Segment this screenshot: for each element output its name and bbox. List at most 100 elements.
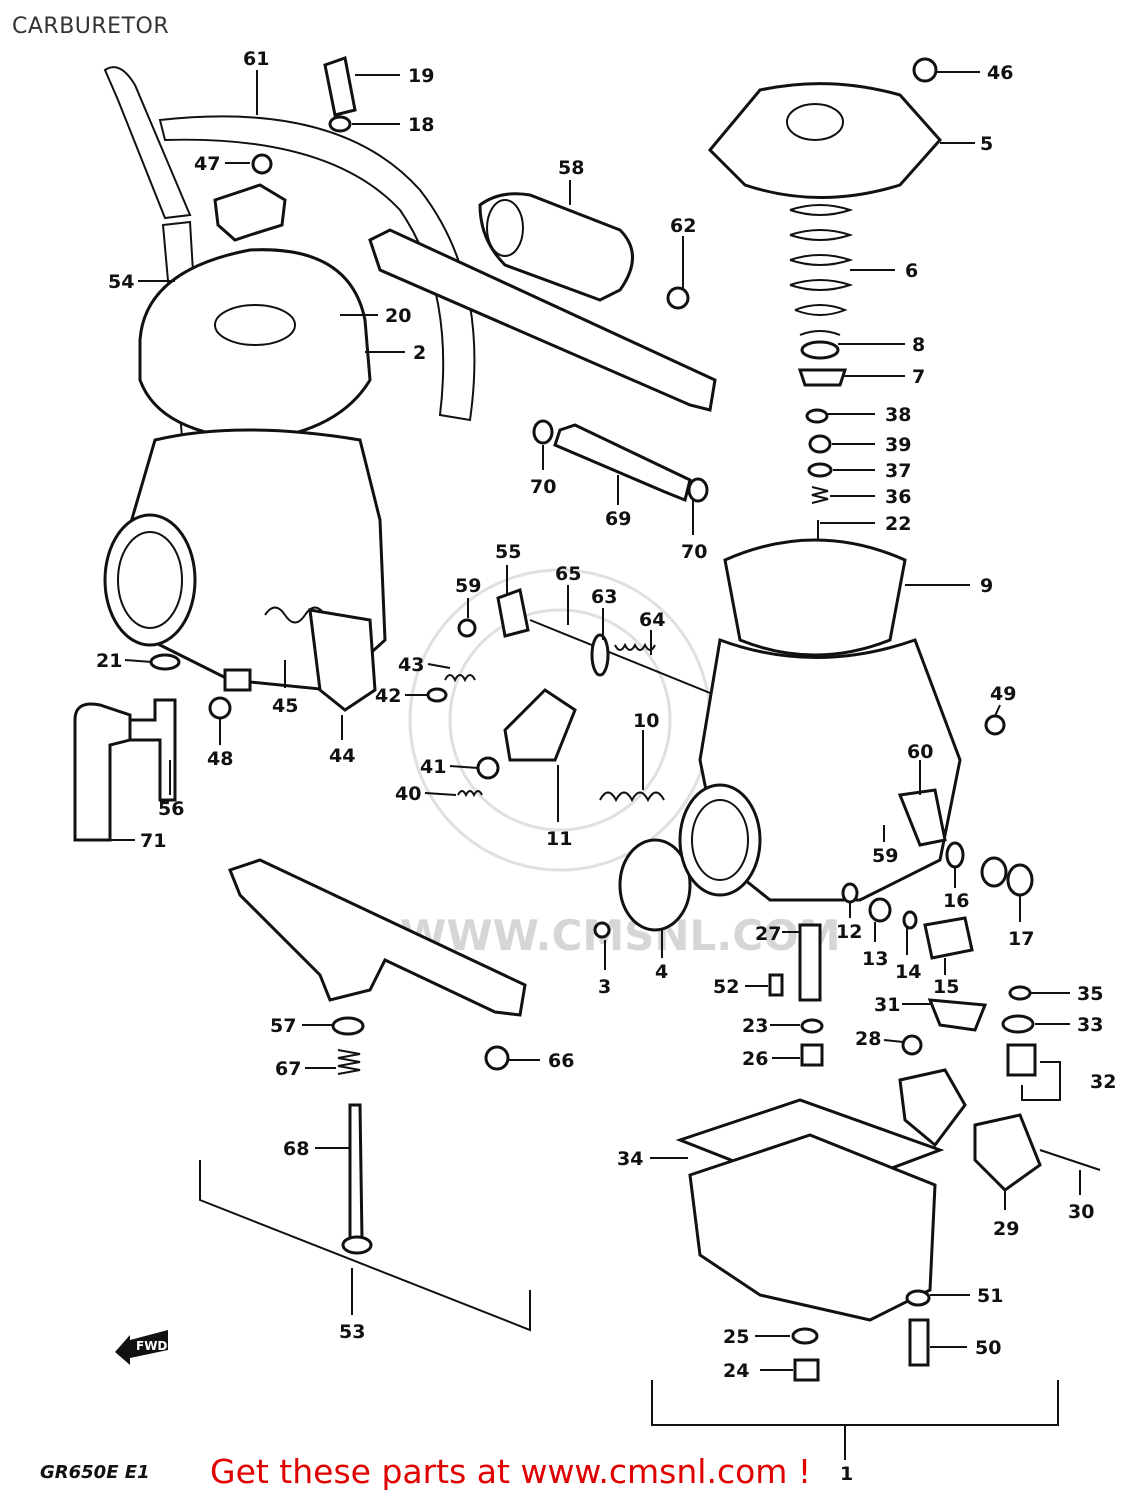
part-38-clip	[805, 408, 829, 424]
part-label: 22	[885, 513, 911, 535]
part-label: 65	[555, 563, 581, 585]
part-label: 1	[840, 1463, 853, 1485]
plug-21-area	[223, 668, 252, 692]
leader-32	[1021, 1061, 1061, 1101]
part-label: 47	[194, 153, 220, 175]
part-label: 69	[605, 508, 631, 530]
part-label: 21	[96, 650, 122, 672]
part-label: 45	[272, 695, 298, 717]
part-69-joint-pipe	[553, 423, 692, 503]
part-55-bracket	[496, 587, 530, 638]
part-label: 23	[742, 1015, 768, 1037]
part-58-hose-end	[486, 199, 524, 257]
leader-49	[994, 704, 1001, 717]
part-42-cap	[426, 687, 448, 703]
part-label: 32	[1090, 1071, 1116, 1093]
part-labels: 61 19 18 46 5 47 58 62 6 54 20 2 8 7 38 …	[96, 48, 1116, 1485]
vent-hose-54	[103, 66, 192, 220]
float-bowl	[688, 1133, 937, 1322]
part-label: 26	[742, 1048, 768, 1070]
part-label: 49	[990, 683, 1016, 705]
part-10-spring	[599, 791, 665, 803]
part-label: 70	[530, 476, 556, 498]
part-16-oring	[945, 841, 965, 869]
part-label: 60	[907, 741, 933, 763]
part-32-needle-valve-seat	[1006, 1043, 1037, 1077]
part-39-spacer	[808, 434, 832, 454]
middle-parts	[368, 192, 901, 939]
watermark: WWW.CMSNL.COM	[400, 568, 841, 960]
float-bowl-assembly	[651, 985, 1101, 1460]
part-49-screw	[984, 714, 1006, 736]
part-label: 13	[862, 948, 888, 970]
left-intake-bore	[117, 531, 183, 629]
part-label: 2	[413, 342, 426, 364]
part-35-clip	[1008, 985, 1032, 1001]
part-label: 9	[980, 575, 993, 597]
part-label: 30	[1068, 1201, 1094, 1223]
part-label: 40	[395, 783, 421, 805]
part-29-float-right	[973, 1113, 1042, 1192]
part-label: 31	[874, 994, 900, 1016]
part-label: 34	[617, 1148, 643, 1170]
part-31-plate	[927, 998, 988, 1032]
part-label: 19	[408, 65, 434, 87]
lower-left-parts	[199, 858, 531, 1332]
footer-link[interactable]: Get these parts at www.cmsnl.com !	[210, 1452, 812, 1491]
part-6-spring	[789, 204, 854, 336]
part-66-screw	[484, 1045, 510, 1071]
part-label: 42	[375, 685, 401, 707]
bracket-1	[651, 1380, 1059, 1426]
part-label: 63	[591, 586, 617, 608]
part-label: 14	[895, 961, 921, 983]
part-21-oring	[149, 653, 181, 671]
part-28-screw	[901, 1034, 923, 1056]
part-27-jet	[798, 923, 822, 1002]
part-label: 24	[723, 1360, 749, 1382]
watermark-text: WWW.CMSNL.COM	[400, 911, 841, 960]
part-label: 11	[546, 828, 572, 850]
part-13-cap	[868, 897, 892, 923]
part-3-screw	[593, 921, 611, 939]
part-label: 29	[993, 1218, 1019, 1240]
spring-45	[264, 606, 326, 624]
part-label: 33	[1077, 1014, 1103, 1036]
part-label: 48	[207, 748, 233, 770]
part-11-lever	[503, 688, 577, 762]
part-label: 15	[933, 976, 959, 998]
part-label: 59	[455, 575, 481, 597]
part-label: 36	[885, 486, 911, 508]
part-label: 52	[713, 976, 739, 998]
part-label: 35	[1077, 983, 1103, 1005]
part-label: 27	[755, 923, 781, 945]
part-33-washer	[1001, 1014, 1035, 1034]
part-30-pin	[1039, 1149, 1101, 1171]
part-label: 64	[639, 609, 665, 631]
watermark-logo-inner-ring	[448, 608, 672, 832]
part-label: 68	[283, 1138, 309, 1160]
part-62-screw	[666, 286, 690, 310]
lever-44	[308, 608, 377, 712]
part-7-retainer	[797, 368, 848, 387]
left-carburetor-assembly	[103, 66, 476, 712]
part-label: 53	[339, 1321, 365, 1343]
part-18-nut	[328, 115, 352, 133]
part-14-clip	[902, 910, 918, 930]
part-label: 28	[855, 1028, 881, 1050]
part-19-adjuster	[323, 56, 357, 117]
part-12-washer	[841, 882, 859, 904]
fwd-arrow-icon	[115, 1330, 168, 1365]
part-47-screw	[251, 153, 273, 175]
part-29-float-left	[898, 1068, 967, 1148]
leader-28	[883, 1039, 904, 1043]
part-label: 46	[987, 62, 1013, 84]
part-16-cap	[980, 856, 1008, 888]
part-17-cap	[1006, 863, 1034, 897]
part-70-oring-a	[532, 419, 554, 445]
part-48-screw	[208, 696, 232, 720]
part-41-screw	[476, 756, 500, 780]
leader-40	[424, 792, 457, 796]
part-51-washer	[905, 1289, 931, 1307]
part-label: 56	[158, 798, 184, 820]
leader-lines	[110, 70, 1081, 1371]
